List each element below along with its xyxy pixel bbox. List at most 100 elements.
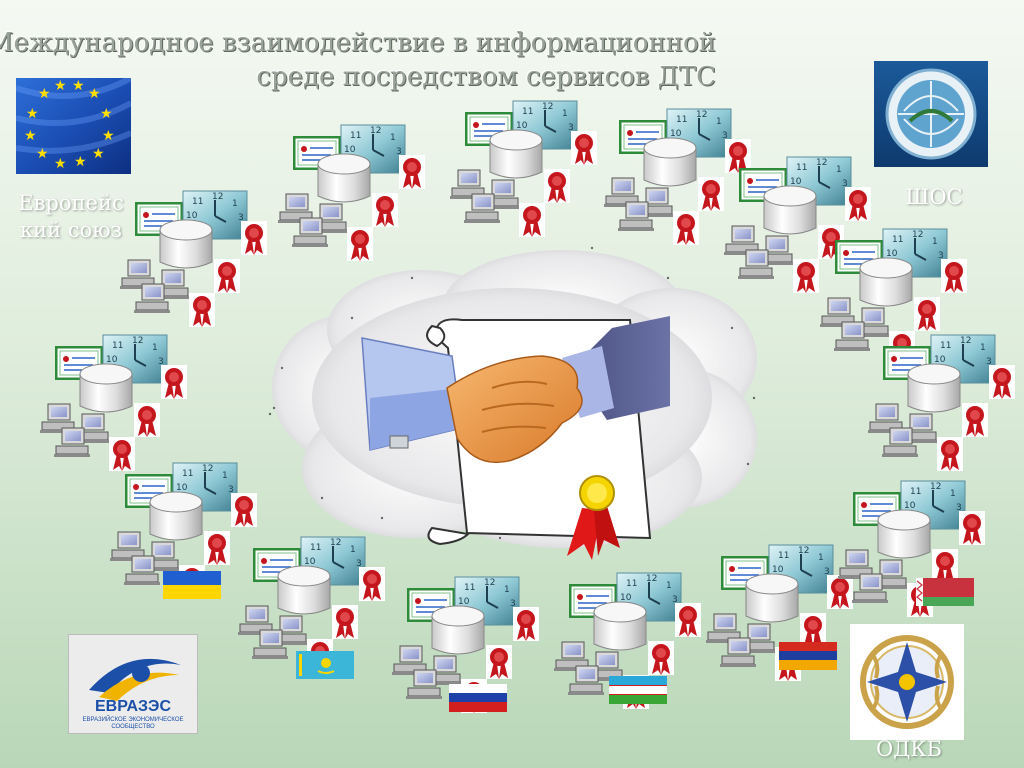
eu-flag-icon: ★★★ ★★★ ★★★ ★★★ — [15, 75, 133, 174]
seal-icon — [793, 259, 819, 293]
seal-icon — [204, 531, 230, 565]
svg-text:1: 1 — [666, 581, 672, 591]
database-icon — [431, 605, 485, 655]
svg-text:12: 12 — [798, 546, 809, 556]
computer-icon — [144, 541, 180, 571]
svg-text:12: 12 — [370, 126, 381, 136]
svg-text:10: 10 — [886, 249, 898, 259]
svg-text:1: 1 — [232, 199, 238, 209]
svg-text:3: 3 — [722, 131, 728, 141]
svg-text:10: 10 — [772, 565, 784, 575]
flag-belarus — [916, 578, 974, 606]
svg-text:10: 10 — [790, 177, 802, 187]
sco-label: ШОС — [905, 185, 963, 209]
svg-text:1: 1 — [390, 133, 396, 143]
svg-text:★: ★ — [38, 86, 51, 102]
svg-text:1: 1 — [504, 585, 510, 595]
svg-text:3: 3 — [956, 503, 962, 513]
svg-text:11: 11 — [626, 579, 637, 589]
seal-icon — [648, 641, 674, 675]
seal-icon — [241, 221, 267, 255]
seal-icon — [571, 131, 597, 165]
seal-icon — [513, 607, 539, 641]
computer-icon — [852, 573, 888, 603]
seal-icon — [214, 259, 240, 293]
computer-icon — [604, 177, 640, 207]
computer-icon — [738, 249, 774, 279]
csto-logo — [850, 624, 964, 740]
seal-icon — [827, 575, 853, 609]
sco-logo — [874, 61, 988, 167]
computer-icon — [450, 169, 486, 199]
seal-icon — [109, 437, 135, 471]
seal-icon — [372, 193, 398, 227]
svg-text:12: 12 — [930, 482, 941, 492]
database-icon — [79, 363, 133, 413]
computer-icon — [740, 623, 776, 653]
seal-icon — [399, 155, 425, 189]
flag-russia — [449, 684, 507, 712]
svg-text:★: ★ — [24, 128, 37, 144]
database-icon — [877, 509, 931, 559]
svg-text:12: 12 — [960, 336, 971, 346]
svg-text:11: 11 — [464, 583, 475, 593]
certificate-icon — [135, 202, 183, 236]
svg-text:12: 12 — [542, 102, 553, 112]
database-icon — [593, 601, 647, 651]
computer-icon — [638, 187, 674, 217]
svg-text:11: 11 — [182, 469, 193, 479]
eaec-logo-text: ЕВРАЗЭС — [95, 698, 171, 715]
svg-text:10: 10 — [304, 557, 316, 567]
svg-text:★: ★ — [36, 146, 49, 162]
seal-icon — [519, 203, 545, 237]
seal-icon — [962, 403, 988, 437]
sco-emblem-icon — [874, 61, 988, 167]
computer-icon — [40, 403, 76, 433]
svg-text:★: ★ — [92, 146, 105, 162]
svg-text:★: ★ — [102, 128, 115, 144]
seal-icon — [189, 293, 215, 327]
svg-text:11: 11 — [676, 115, 687, 125]
computer-icon — [74, 413, 110, 443]
svg-text:★: ★ — [100, 106, 113, 122]
svg-text:3: 3 — [510, 599, 516, 609]
certificate-icon — [739, 168, 787, 202]
ukraine-flag-icon — [163, 571, 221, 599]
seal-icon — [359, 567, 385, 601]
database-icon — [763, 185, 817, 235]
computer-icon — [110, 531, 146, 561]
svg-text:3: 3 — [396, 147, 402, 157]
computer-icon — [720, 637, 756, 667]
svg-text:12: 12 — [696, 110, 707, 120]
computer-icon — [406, 669, 442, 699]
seal-icon — [959, 511, 985, 545]
svg-text:12: 12 — [212, 192, 223, 202]
svg-text:1: 1 — [836, 165, 842, 175]
svg-text:3: 3 — [938, 251, 944, 261]
svg-text:11: 11 — [112, 341, 123, 351]
computer-icon — [124, 555, 160, 585]
seal-icon — [231, 493, 257, 527]
computer-icon — [902, 413, 938, 443]
svg-text:12: 12 — [132, 336, 143, 346]
computer-icon — [838, 549, 874, 579]
svg-text:11: 11 — [310, 543, 321, 553]
database-icon — [489, 129, 543, 179]
svg-text:1: 1 — [950, 489, 956, 499]
computer-icon — [312, 203, 348, 233]
seal-icon — [134, 403, 160, 437]
computer-icon — [134, 283, 170, 313]
svg-text:12: 12 — [646, 574, 657, 584]
svg-text:10: 10 — [106, 355, 118, 365]
computer-icon — [882, 427, 918, 457]
seal-icon — [937, 437, 963, 471]
